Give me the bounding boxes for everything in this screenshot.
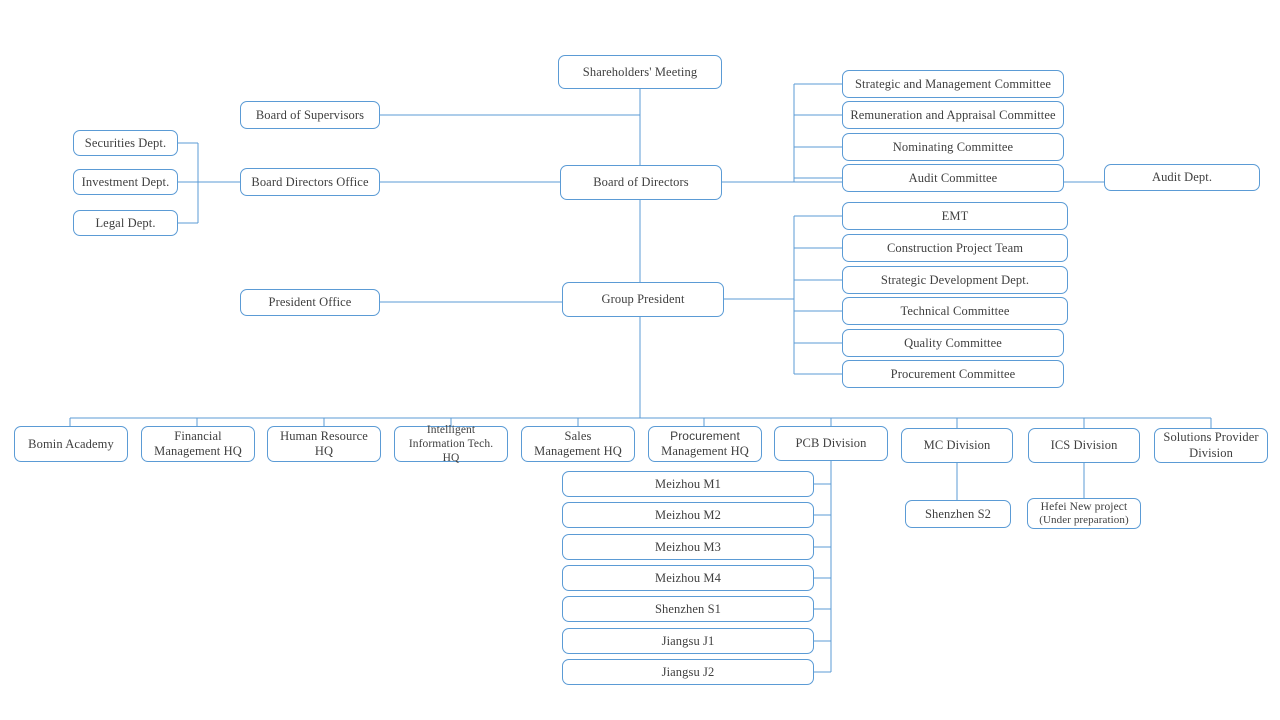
node-label: Technical Committee	[900, 303, 1010, 318]
node-label-line1: Sales	[564, 428, 592, 443]
node-label: Audit Committee	[908, 170, 998, 185]
node-board-of-supervisors[interactable]: Board of Supervisors	[240, 101, 380, 129]
node-label-line1: Solutions Provider	[1163, 430, 1259, 445]
node-label: Strategic and Management Committee	[854, 76, 1052, 91]
node-president-committee-3[interactable]: Technical Committee	[842, 297, 1068, 325]
node-label-line1: Hefei New project	[1040, 500, 1128, 513]
node-label: Meizhou M1	[655, 476, 721, 491]
node-pcb-plant-1[interactable]: Meizhou M2	[562, 502, 814, 528]
node-division-intelligent-information-tech-hq[interactable]: Intelligent Information Tech. HQ	[394, 423, 508, 465]
node-label-line2: Management HQ	[661, 443, 749, 458]
node-label: Board of Directors	[593, 175, 689, 190]
node-label: EMT	[941, 208, 969, 223]
node-label: Board Directors Office	[251, 174, 369, 189]
node-label-line1: Financial	[174, 428, 222, 443]
node-label: MC Division	[923, 438, 991, 453]
node-label: Shenzhen S2	[924, 506, 992, 521]
node-board-committee-0[interactable]: Strategic and Management Committee	[842, 70, 1064, 98]
node-label: Shareholders' Meeting	[582, 64, 698, 79]
node-label: Nominating Committee	[892, 139, 1014, 154]
node-label: President Office	[268, 295, 352, 310]
node-president-committee-1[interactable]: Construction Project Team	[842, 234, 1068, 262]
node-division-solutions-provider[interactable]: Solutions Provider Division	[1154, 428, 1268, 463]
node-division-pcb[interactable]: PCB Division	[774, 426, 888, 461]
node-label-line1: Intelligent	[426, 423, 476, 436]
node-label: Meizhou M3	[655, 539, 721, 554]
node-board-committee-3[interactable]: Audit Committee	[842, 164, 1064, 192]
node-president-office[interactable]: President Office	[240, 289, 380, 316]
node-label: Meizhou M2	[655, 507, 721, 522]
node-label: Group President	[601, 292, 685, 307]
node-audit-dept[interactable]: Audit Dept.	[1104, 164, 1260, 191]
node-division-mc[interactable]: MC Division	[901, 428, 1013, 463]
node-president-committee-2[interactable]: Strategic Development Dept.	[842, 266, 1068, 294]
node-label-line2: (Under preparation)	[1039, 513, 1129, 526]
node-pcb-plant-3[interactable]: Meizhou M4	[562, 565, 814, 591]
node-label: Procurement Committee	[890, 366, 1016, 381]
node-label: Strategic Development Dept.	[880, 272, 1030, 287]
node-label: Securities Dept.	[84, 135, 167, 150]
node-label: ICS Division	[1050, 438, 1118, 453]
node-pcb-plant-6[interactable]: Jiangsu J2	[562, 659, 814, 685]
node-division-financial-management-hq[interactable]: Financial Management HQ	[141, 426, 255, 462]
node-label: Investment Dept.	[81, 174, 170, 189]
node-label: Quality Committee	[904, 335, 1002, 350]
node-division-human-resource-hq[interactable]: Human Resource HQ	[267, 426, 381, 462]
node-label-line2: Division	[1189, 445, 1233, 460]
node-investment-dept[interactable]: Investment Dept.	[73, 169, 178, 195]
node-label-line2: Management HQ	[154, 444, 242, 458]
node-label: Legal Dept.	[95, 215, 156, 230]
node-division-bomin-academy[interactable]: Bomin Academy	[14, 426, 128, 462]
node-mc-child-shenzhen-s2[interactable]: Shenzhen S2	[905, 500, 1011, 528]
node-shareholders-meeting[interactable]: Shareholders' Meeting	[558, 55, 722, 89]
node-label-line3: HQ	[442, 452, 460, 465]
node-ics-child-hefei-new-project[interactable]: Hefei New project (Under preparation)	[1027, 498, 1141, 529]
node-division-ics[interactable]: ICS Division	[1028, 428, 1140, 463]
node-label: Shenzhen S1	[654, 601, 722, 616]
node-president-committee-5[interactable]: Procurement Committee	[842, 360, 1064, 388]
node-label: Board of Supervisors	[255, 107, 365, 122]
node-securities-dept[interactable]: Securities Dept.	[73, 130, 178, 156]
node-label: Construction Project Team	[886, 240, 1024, 255]
node-label: Bomin Academy	[28, 436, 114, 451]
node-label: Meizhou M4	[655, 570, 721, 585]
node-board-committee-2[interactable]: Nominating Committee	[842, 133, 1064, 161]
node-division-procurement-management-hq[interactable]: Procurement Management HQ	[648, 426, 762, 462]
node-label-line2: HQ	[314, 444, 334, 458]
node-label: Jiangsu J2	[661, 664, 715, 679]
node-pcb-plant-4[interactable]: Shenzhen S1	[562, 596, 814, 622]
node-label: PCB Division	[795, 436, 867, 451]
node-legal-dept[interactable]: Legal Dept.	[73, 210, 178, 236]
node-pcb-plant-2[interactable]: Meizhou M3	[562, 534, 814, 560]
node-group-president[interactable]: Group President	[562, 282, 724, 317]
node-board-of-directors[interactable]: Board of Directors	[560, 165, 722, 200]
node-label: Jiangsu J1	[661, 633, 715, 648]
node-board-directors-office[interactable]: Board Directors Office	[240, 168, 380, 196]
node-pcb-plant-5[interactable]: Jiangsu J1	[562, 628, 814, 654]
node-label-line2: Information Tech.	[408, 438, 494, 450]
node-president-committee-0[interactable]: EMT	[842, 202, 1068, 230]
node-label-line1: Procurement	[670, 429, 740, 444]
node-label-line1: Human Resource	[280, 428, 368, 443]
node-label: Audit Dept.	[1151, 170, 1213, 185]
node-president-committee-4[interactable]: Quality Committee	[842, 329, 1064, 357]
node-label: Remuneration and Appraisal Committee	[850, 107, 1056, 122]
node-pcb-plant-0[interactable]: Meizhou M1	[562, 471, 814, 497]
node-label-line2: Management HQ	[534, 444, 622, 458]
node-board-committee-1[interactable]: Remuneration and Appraisal Committee	[842, 101, 1064, 129]
node-division-sales-management-hq[interactable]: Sales Management HQ	[521, 426, 635, 462]
